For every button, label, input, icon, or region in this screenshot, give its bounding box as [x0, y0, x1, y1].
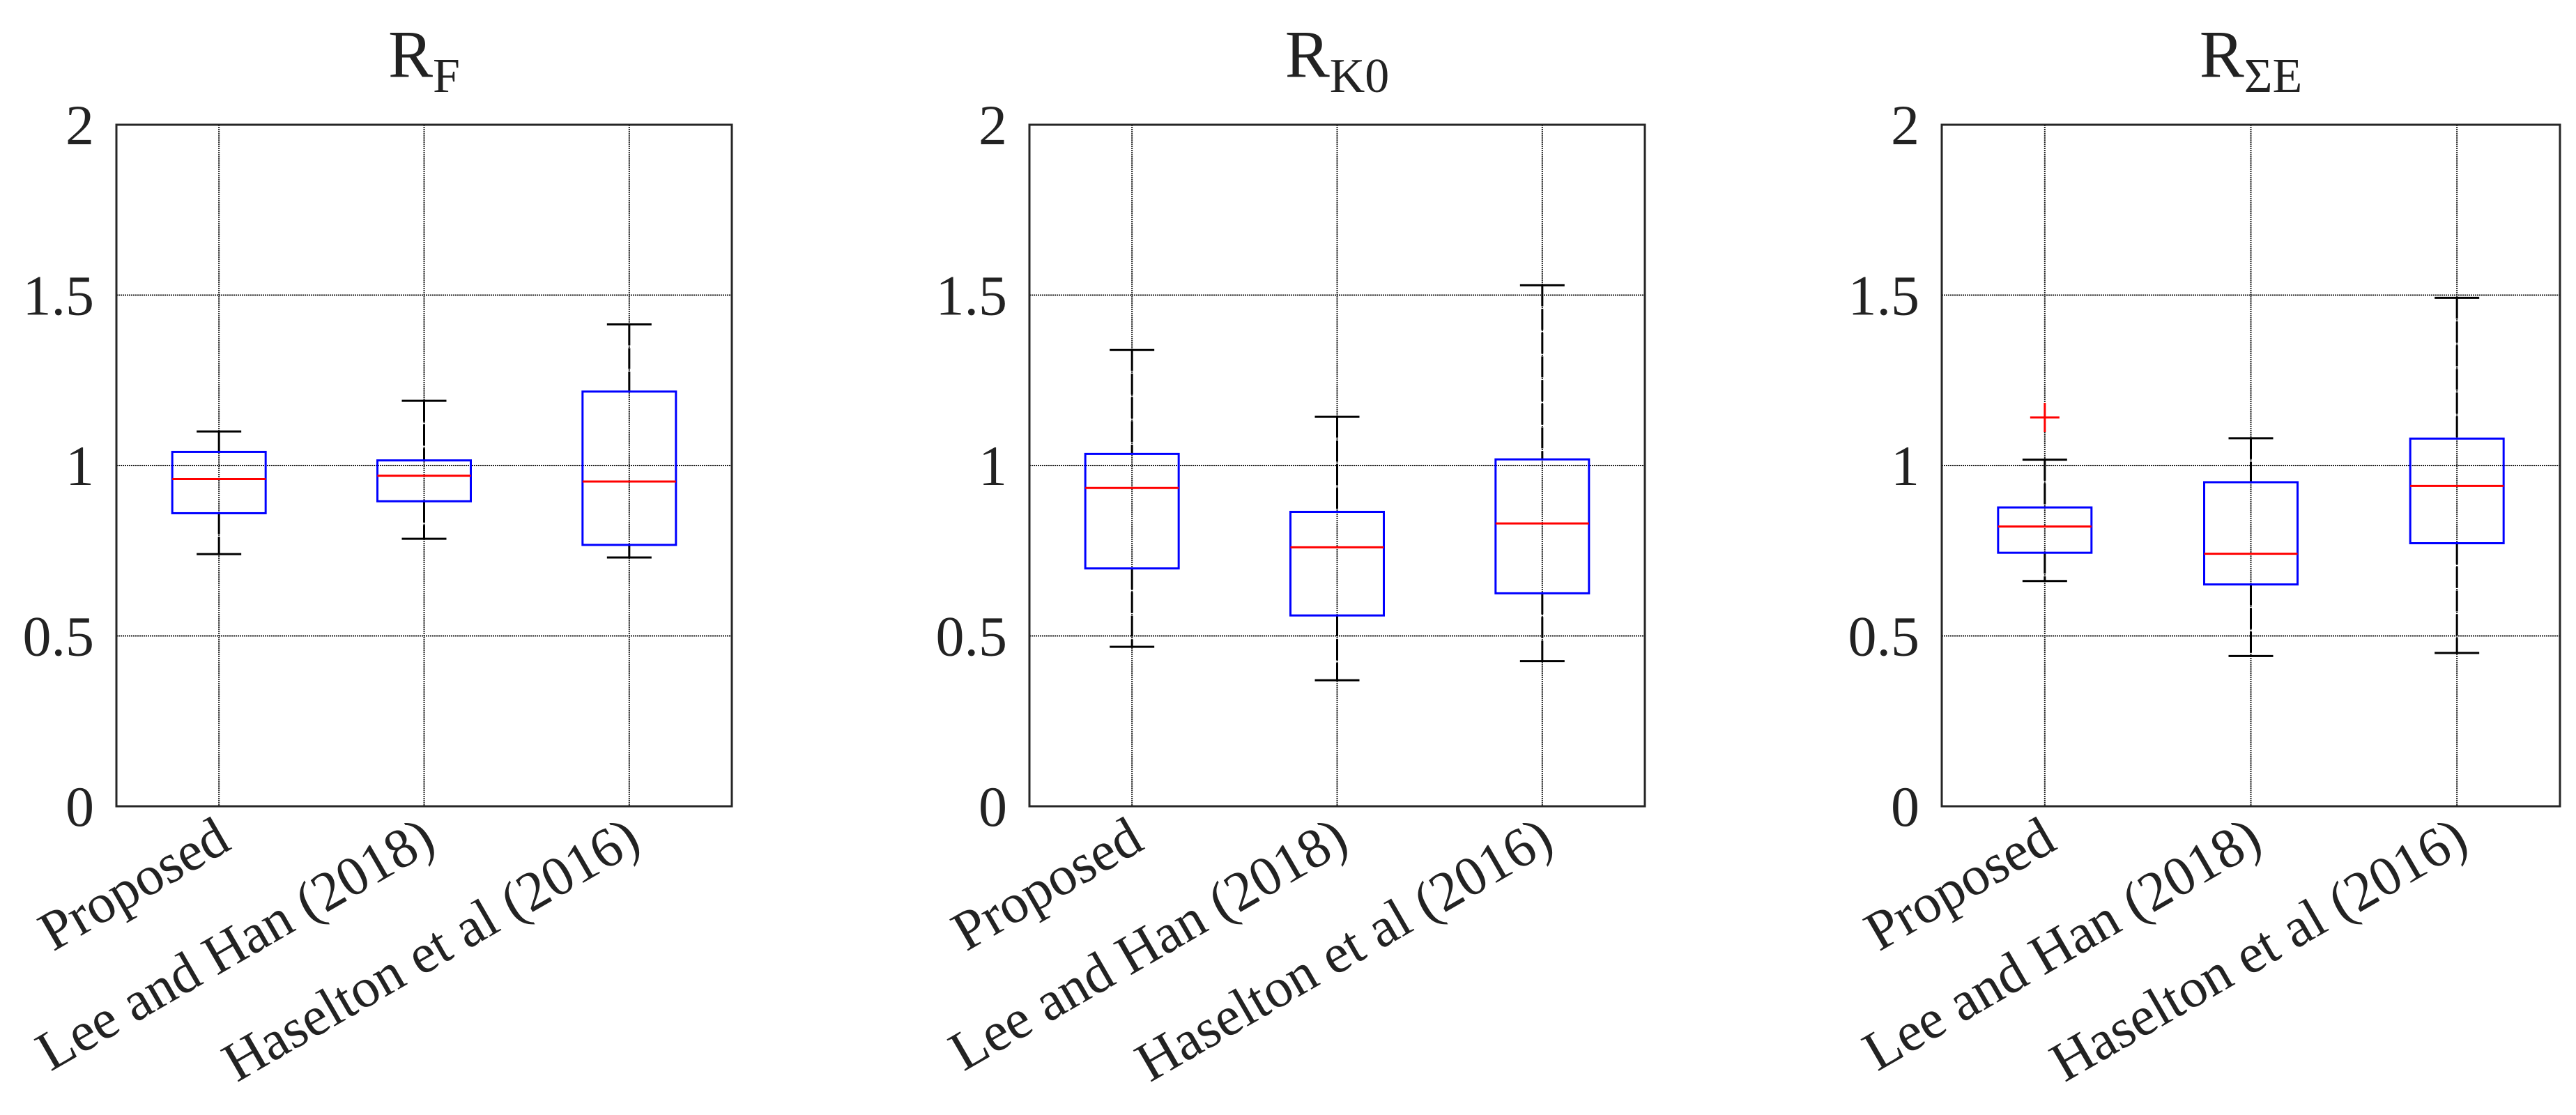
- subplot-title: RΣE: [2200, 17, 2303, 103]
- outlier-marker: [2030, 403, 2060, 433]
- iqr-box: [1289, 511, 1385, 617]
- box-proposed: [1084, 348, 1180, 648]
- iqr-box: [581, 390, 677, 546]
- y-tick-label: 1.5: [936, 264, 1008, 328]
- y-tick-label: 0: [979, 775, 1007, 838]
- axes-frame: [1940, 123, 2561, 808]
- title-subscript: ΣE: [2244, 49, 2303, 103]
- iqr-box: [2203, 481, 2299, 586]
- y-tick-label: 0.5: [23, 605, 95, 668]
- box-lee-and-han-2018-: [2203, 437, 2299, 657]
- title-main: R: [1285, 17, 1330, 91]
- box-haselton-et-al-2016-: [581, 323, 677, 559]
- y-tick-label: 2: [1891, 93, 1919, 157]
- title-main: R: [388, 17, 433, 91]
- iqr-box: [376, 459, 472, 502]
- y-tick-label: 0: [1891, 775, 1919, 838]
- iqr-box: [1997, 506, 2093, 554]
- box-lee-and-han-2018-: [1289, 415, 1385, 682]
- title-main: R: [2200, 17, 2244, 91]
- y-tick-label: 1: [66, 434, 94, 498]
- y-tick-label: 0: [66, 775, 94, 838]
- y-tick-label: 0.5: [1848, 605, 1920, 668]
- iqr-box: [1494, 458, 1590, 594]
- axes-frame: [1028, 123, 1646, 808]
- box-proposed: [171, 430, 267, 555]
- y-tick-label: 2: [66, 93, 94, 157]
- subplot-title: RK0: [1285, 17, 1390, 103]
- box-lee-and-han-2018-: [376, 399, 472, 540]
- y-tick-label: 1.5: [1848, 264, 1920, 328]
- subplot-title: RF: [388, 17, 460, 103]
- box-haselton-et-al-2016-: [2409, 296, 2505, 654]
- y-tick-label: 1: [1891, 434, 1919, 498]
- title-subscript: K0: [1330, 49, 1390, 103]
- y-tick-label: 1: [979, 434, 1007, 498]
- iqr-box: [2409, 437, 2505, 544]
- title-subscript: F: [433, 49, 460, 103]
- y-tick-label: 2: [979, 93, 1007, 157]
- box-haselton-et-al-2016-: [1494, 284, 1590, 663]
- box-proposed: [1997, 403, 2093, 583]
- iqr-box: [171, 450, 267, 514]
- y-tick-label: 1.5: [23, 264, 95, 328]
- axes-frame: [115, 123, 733, 808]
- iqr-box: [1084, 452, 1180, 570]
- y-tick-label: 0.5: [936, 605, 1008, 668]
